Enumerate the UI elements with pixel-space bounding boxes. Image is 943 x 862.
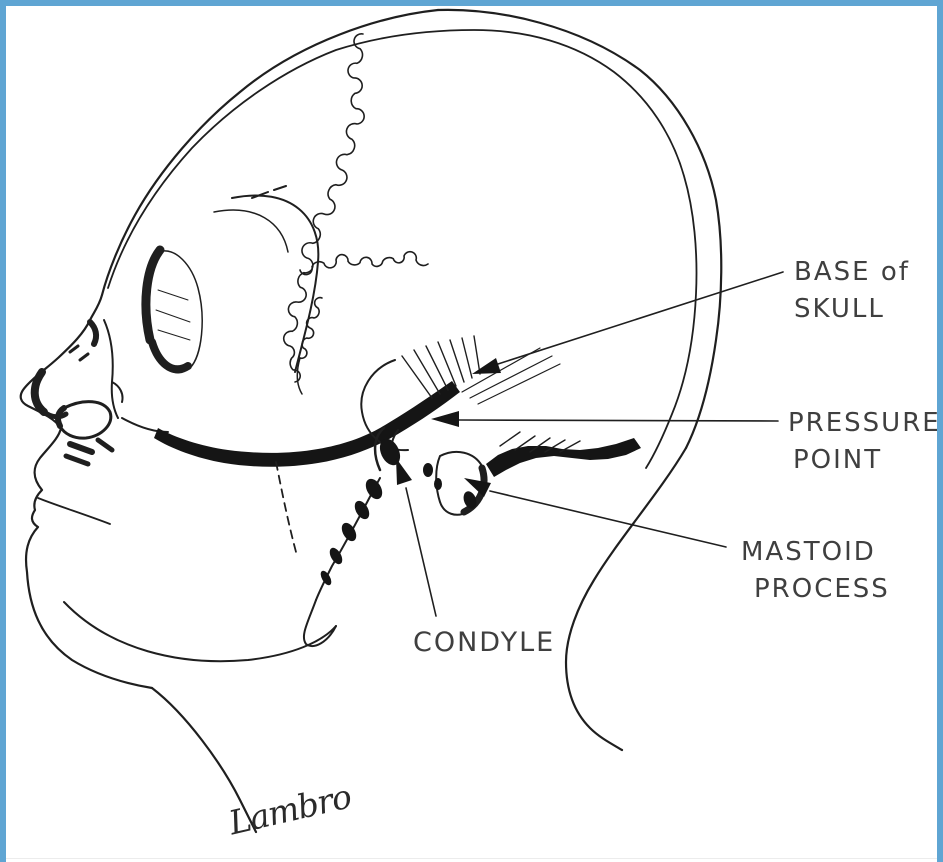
cranium-outer-outline — [19, 8, 723, 834]
nasal-aperture — [30, 319, 124, 420]
leader-mastoid-process — [464, 478, 727, 548]
zygomatic-arch — [154, 335, 561, 467]
mandible — [63, 461, 383, 663]
label-condyle: CONDYLE — [413, 624, 555, 661]
leader-pressure-point — [431, 411, 779, 427]
label-base-of-skull: BASE of SKULL — [794, 254, 910, 328]
label-mastoid-process-line1: MASTOID — [741, 537, 876, 567]
label-base-of-skull-line2: SKULL — [794, 294, 885, 324]
arrowhead-base-of-skull — [472, 358, 501, 374]
cranium-inner-outline — [107, 29, 698, 469]
arrowhead-pressure-point — [431, 411, 459, 427]
label-pressure-point-line2: POINT — [793, 445, 883, 475]
leader-condyle — [396, 458, 437, 617]
temporal-line — [213, 185, 320, 373]
eye-orbit — [141, 245, 203, 374]
tmj-and-condyle — [360, 359, 409, 472]
base-of-skull-shading — [486, 431, 641, 477]
label-pressure-point-line1: PRESSURE — [788, 408, 941, 438]
leader-lines — [396, 271, 784, 617]
arrowhead-mastoid-process — [464, 478, 491, 497]
arrowhead-condyle — [396, 458, 412, 485]
label-condyle-line1: CONDYLE — [413, 627, 556, 658]
label-pressure-point: PRESSURE POINT — [788, 405, 941, 479]
mastoid-process-shape — [423, 450, 488, 516]
skull-sutures — [282, 33, 429, 395]
bottom-edge-rule — [6, 858, 937, 859]
label-mastoid-process-line2: PROCESS — [754, 574, 890, 604]
maxilla-teeth — [54, 400, 169, 467]
label-base-of-skull-line1: BASE of — [794, 257, 910, 287]
leader-base-of-skull — [472, 271, 784, 374]
label-mastoid-process: MASTOID PROCESS — [741, 534, 890, 608]
